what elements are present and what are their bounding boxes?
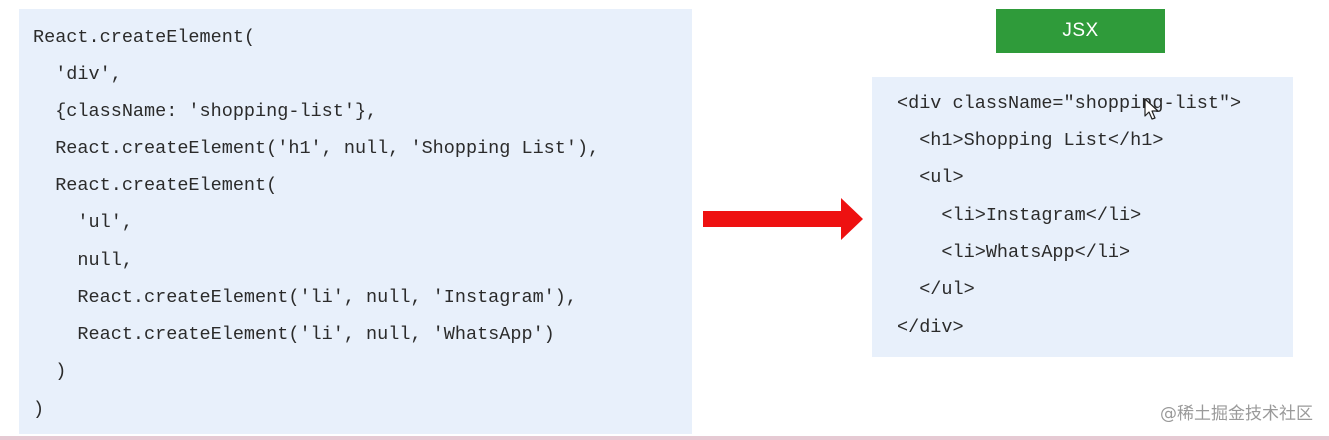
code-line: <h1>Shopping List</h1> — [897, 130, 1164, 151]
code-line: React.createElement( — [33, 175, 278, 196]
code-line: 'ul', — [33, 212, 133, 233]
jsx-badge: JSX — [996, 9, 1165, 53]
code-line: 'div', — [33, 64, 122, 85]
code-line: <div className="shopping-list"> — [897, 93, 1242, 114]
right-arrow-icon — [703, 198, 863, 240]
watermark: @稀土掘金技术社区 — [1160, 404, 1313, 424]
code-line: React.createElement('h1', null, 'Shoppin… — [33, 138, 600, 159]
code-line: React.createElement( — [33, 27, 256, 48]
code-line: ) — [33, 361, 67, 382]
mouse-pointer-icon — [1144, 98, 1159, 120]
jsx-code-panel: <div className="shopping-list"> <h1>Shop… — [872, 77, 1293, 357]
code-line: <li>WhatsApp</li> — [897, 242, 1131, 263]
code-line: <ul> — [897, 167, 964, 188]
code-line: null, — [33, 250, 133, 271]
create-element-code-panel: React.createElement( 'div', {className: … — [19, 9, 692, 434]
code-line: {className: 'shopping-list'}, — [33, 101, 378, 122]
code-line: </ul> — [897, 279, 975, 300]
code-line: <li>Instagram</li> — [897, 205, 1142, 226]
bottom-divider — [0, 436, 1329, 440]
code-line: React.createElement('li', null, 'WhatsAp… — [33, 324, 555, 345]
code-line: React.createElement('li', null, 'Instagr… — [33, 287, 577, 308]
code-line: </div> — [897, 317, 964, 338]
code-line: ) — [33, 399, 45, 420]
